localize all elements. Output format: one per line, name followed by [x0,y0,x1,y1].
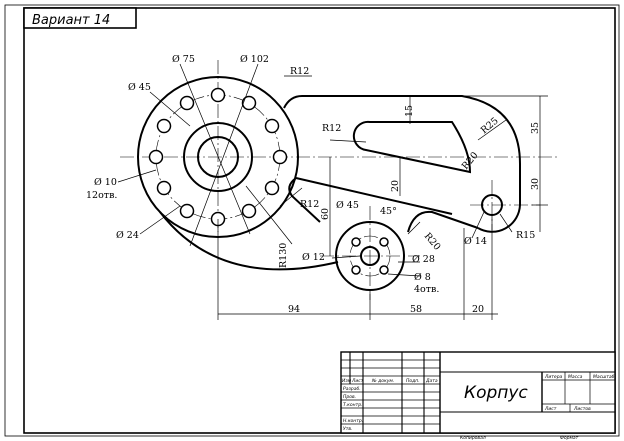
tb-tkontr: Т.контр. [343,402,363,408]
tb-list: Лист [351,378,364,384]
tb-utv: Утв. [343,426,352,432]
dim-h20: 20 [472,304,484,315]
tb-masshtab: Масштаб [593,374,615,380]
dimension-lines [117,63,548,320]
flange-hole [264,180,280,196]
dim-r12-top: R12 [290,66,309,77]
dim-r130: R130 [278,243,289,268]
dim-v35: 35 [530,122,541,134]
boss-hole [351,237,361,247]
dim-d102: Ø 102 [240,54,269,65]
tb-sheets: Листов [573,406,591,412]
flange-hole [241,95,257,111]
tb-nkontr: Н.контр. [343,418,363,424]
title-block [340,351,616,434]
dim-r15: R15 [516,230,535,241]
dim-d12: Ø 12 [302,252,325,263]
flange-hole [156,118,172,134]
boss-hole [379,237,389,247]
dim-d28: Ø 28 [412,254,435,265]
flange-hole [179,203,195,219]
dim-v20: 20 [390,180,401,192]
dim-d10: Ø 10 [94,177,117,188]
boss-hole [379,265,389,275]
flange-hole [264,118,280,134]
boss-holes [351,237,389,275]
dim-h58: 58 [410,304,422,315]
variant-label: Вариант 14 [32,13,110,28]
dim-r12-mid: R12 [300,199,319,210]
dim-holes4: 4отв. [414,284,439,295]
tb-litera: Литера [544,374,563,380]
dim-v15: 15 [404,105,415,117]
tb-izm: Изм [342,378,352,384]
dim-d45-top: Ø 45 [128,82,151,93]
dim-d8: Ø 8 [414,272,431,283]
part-outline [137,76,521,291]
flange-hole [210,87,226,103]
dim-v30: 30 [530,178,541,190]
tb-format: Формат [560,435,579,441]
variant-box [23,7,137,29]
dim-h94: 94 [288,304,300,315]
dim-r25: R25 [479,115,501,136]
flange-hole [241,203,257,219]
tb-date: Дата [425,378,438,384]
sheet-outer-border [4,4,620,437]
flange-hole [156,180,172,196]
dim-d75: Ø 75 [172,54,195,65]
tb-doc: № докум. [371,378,394,384]
dim-d45-small: Ø 45 [336,200,359,211]
dim-r12-slot: R12 [322,123,341,134]
boss-hole [351,265,361,275]
drawing-frame [23,7,616,434]
dim-v60: 60 [320,208,331,220]
dim-angle45: 45° [380,206,397,217]
part-name: Корпус [464,383,528,403]
tb-copied: Копировал [460,435,486,441]
flange-hole [272,149,288,165]
tb-prov: Пров. [343,394,356,400]
tb-sign: Подп. [406,378,420,384]
flange-hole [179,95,195,111]
flange-hole [148,149,164,165]
dim-r20-slot: R20 [460,150,481,172]
tb-sheet: Лист [544,406,557,412]
flange-holes [148,87,288,227]
tb-razrab: Разраб. [343,386,361,392]
dim-d14: Ø 14 [464,236,487,247]
tb-massa: Масса [568,374,583,380]
dim-d24: Ø 24 [116,230,139,241]
dim-holes12: 12отв. [86,190,117,201]
dim-r20-small: R20 [422,231,443,253]
